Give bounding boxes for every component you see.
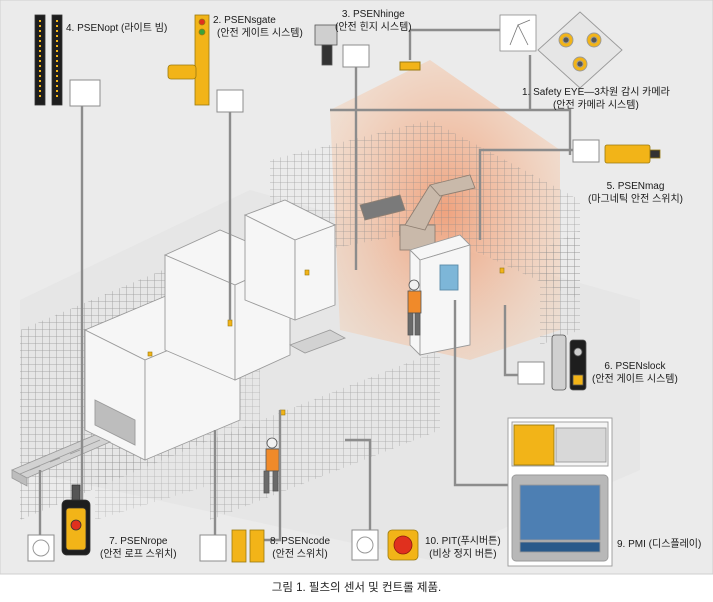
label-psenslock: 6. PSENslock (안전 게이트 시스템) (592, 361, 678, 385)
psenslock-icon-box (517, 361, 545, 385)
label-pmi: 9. PMI (디스플레이) (617, 539, 702, 550)
safety-eye-device (537, 11, 623, 89)
psenrope-device (61, 484, 91, 556)
psensgate-icon-box (216, 89, 244, 113)
psensgate-device (167, 14, 210, 106)
conveyor-left (11, 434, 111, 487)
safety-eye-icon-box (499, 14, 537, 52)
figure-caption: 그림 1. 필츠의 센서 및 컨트롤 제품. (271, 582, 442, 594)
connector-lines (38, 28, 575, 542)
ceiling-camera (399, 61, 421, 71)
worker-right (407, 279, 422, 336)
pit-icon-circle (356, 536, 374, 554)
fence-sensors (147, 267, 505, 416)
robot-arm (359, 174, 476, 251)
label-psenopt: 4. PSENopt (라이트 빔) (66, 23, 168, 34)
psencode-icon-box (199, 534, 227, 562)
pit-device (387, 529, 419, 561)
pmi-panel (507, 417, 613, 567)
psencode-device (231, 529, 265, 563)
psenrope-icon-box (27, 534, 55, 562)
machine-right (243, 199, 337, 321)
label-psenhinge: 3. PSENhinge (안전 힌지 시스템) (335, 9, 412, 33)
psenhinge-device (314, 24, 338, 66)
psenrope-icon-circle (32, 539, 50, 557)
psenopt-light-beam (34, 14, 63, 106)
label-psenmag: 5. PSENmag (마그네틱 안전 스위치) (588, 181, 684, 205)
label-psencode: 8. PSENcode (안전 스위치) (270, 536, 331, 560)
psenhinge-icon-box (342, 44, 370, 68)
label-pit: 10. PIT(푸시버튼) (비상 정지 버튼) (425, 536, 501, 560)
worker-center (263, 437, 280, 494)
psenmag-device (604, 144, 661, 164)
label-psensgate: 2. PSENsgate (안전 게이트 시스템) (213, 15, 303, 39)
machine-left (83, 289, 242, 461)
pit-icon-box (351, 529, 379, 561)
conveyor-right (289, 329, 346, 354)
psenopt-icon-box (69, 79, 101, 107)
psenslock-device (551, 334, 587, 391)
label-safety-eye: 1. Safety EYE—3차원 감시 카메라 (안전 카메라 시스템) (522, 87, 670, 111)
label-psenrope: 7. PSENrope (안전 로프 스위치) (100, 536, 177, 560)
fence-right (540, 230, 580, 345)
psenmag-icon-box (572, 139, 600, 163)
